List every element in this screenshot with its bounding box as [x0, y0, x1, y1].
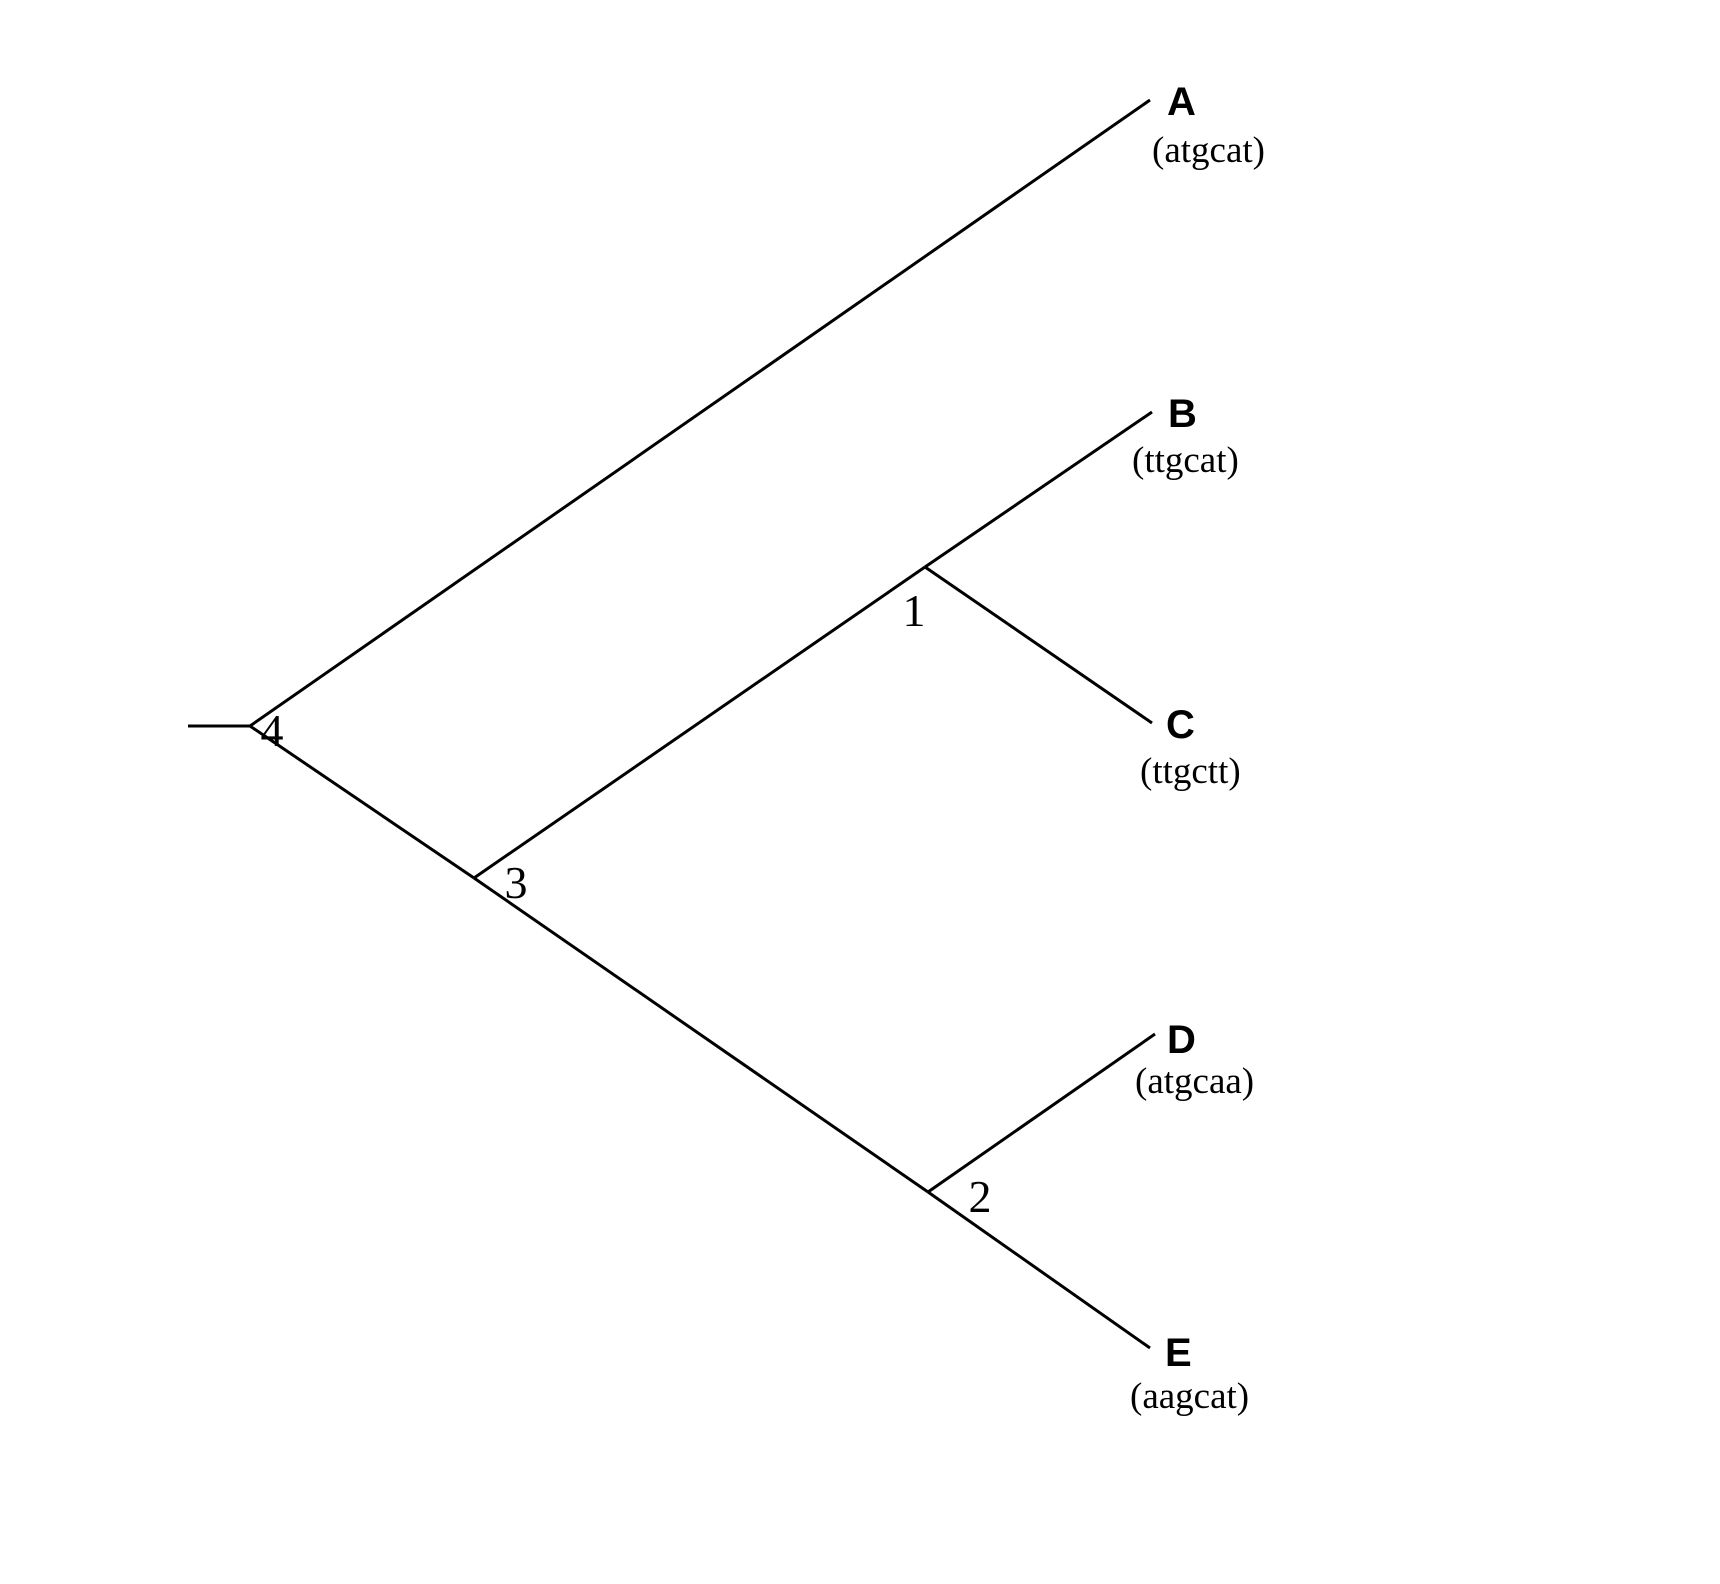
taxon-label-b: B: [1168, 392, 1197, 436]
taxon-label-e: E: [1165, 1331, 1192, 1375]
internal-node-label-3: 3: [505, 857, 528, 908]
branch-node3-to-1: [473, 565, 926, 880]
internal-node-label-1: 1: [903, 585, 926, 636]
branch-node2-to-D: [927, 1032, 1156, 1194]
internal-node-label-2: 2: [969, 1171, 992, 1222]
taxon-label-a: A: [1167, 80, 1196, 124]
taxon-label-group: A (atgcat) B(ttgcat) C(ttgctt) D(atgcaa) E(aa…: [1130, 80, 1265, 1417]
branch-node1-to-C: [924, 565, 1153, 725]
branch-node3-to-2: [473, 876, 929, 1194]
branch-node4-to-3: [249, 724, 475, 880]
taxon-sequence-c: (ttgctt): [1140, 751, 1241, 792]
taxon-label-d: D: [1167, 1018, 1196, 1062]
taxon-sequence-d: (atgcaa): [1135, 1061, 1254, 1102]
taxon-sequence-a: (atgcat): [1152, 130, 1265, 171]
branch-node4-to-A: [249, 98, 1151, 728]
taxon-label-c: C: [1166, 703, 1195, 747]
taxon-sequence-b: (ttgcat): [1132, 440, 1239, 481]
branch-node2-to-E: [927, 1190, 1151, 1350]
internal-node-group: 1 2 3 4: [261, 585, 992, 1222]
branch-group: [188, 98, 1156, 1350]
taxon-sequence-e: (aagcat): [1130, 1376, 1249, 1417]
branch-node1-to-B: [924, 410, 1153, 569]
internal-node-label-4: 4: [261, 705, 284, 756]
